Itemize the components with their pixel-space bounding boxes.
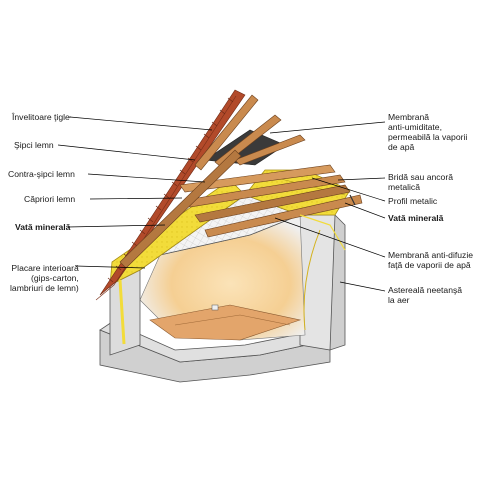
label-invelitoare: Învelitoare ţigle <box>12 112 70 122</box>
edge-trim <box>118 279 126 345</box>
label-placare-line3: lambriuri de lemn) <box>10 283 79 293</box>
label-vata-minerala-right: Vată minerală <box>388 213 444 223</box>
label-difuzie-line1: Membrană anti-difuzie <box>388 250 474 260</box>
label-asteareala-line2: la aer <box>388 295 410 305</box>
label-difuzie-line2: faţă de vaporii de apă <box>388 260 471 270</box>
label-contra-sipci: Contra-şipci lemn <box>8 169 75 179</box>
label-membrana-line2: anti-umiditate, <box>388 122 442 132</box>
label-brida-line2: metalică <box>388 182 420 192</box>
label-membrana-line4: de apă <box>388 142 415 152</box>
leader-lines <box>57 116 386 292</box>
label-membrana-anti-umiditate: Membrană anti-umiditate, permeabilă la v… <box>388 112 467 152</box>
label-membrana-line3: permeabilă la vaporii <box>388 132 468 142</box>
label-asteareala-line1: Astereală neetanşă <box>388 285 463 295</box>
label-membrana-anti-difuzie: Membrană anti-difuzie faţă de vaporii de… <box>388 250 473 270</box>
label-membrana-line1: Membrană <box>388 112 430 122</box>
label-profil-metalic: Profil metalic <box>388 196 438 206</box>
label-placare-line1: Placare interioară <box>11 263 79 273</box>
label-capriori: Căpriori lemn <box>24 194 76 204</box>
label-brida: Bridă sau ancoră metalică <box>388 172 453 192</box>
label-asteareala: Astereală neetanşă la aer <box>388 285 462 305</box>
label-vata-minerala-left: Vată minerală <box>15 222 71 232</box>
label-placare-line2: (gips-carton, <box>31 273 79 283</box>
roof-tiles <box>95 89 246 301</box>
mineral-wool <box>109 179 246 286</box>
wood-structure <box>119 94 363 269</box>
label-sipci: Şipci lemn <box>14 140 54 150</box>
wall-outlet <box>211 304 219 311</box>
label-placare: Placare interioară (gips-carton, lambriu… <box>10 263 79 293</box>
label-brida-line1: Bridă sau ancoră <box>388 172 453 182</box>
